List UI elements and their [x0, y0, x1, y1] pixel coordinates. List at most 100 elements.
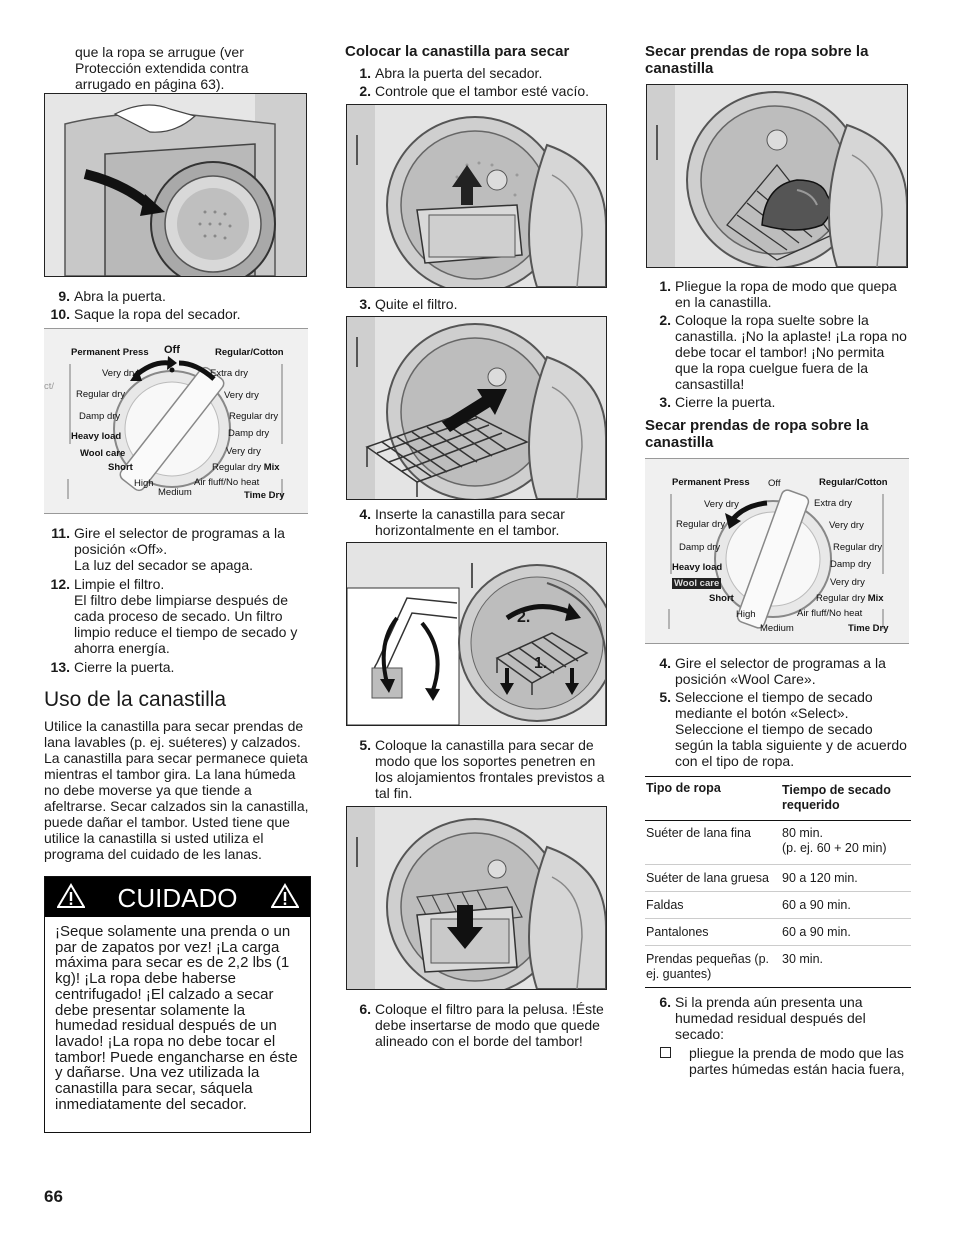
label-short-2: Short [709, 593, 734, 604]
label-very-dry-right: Very dry [224, 390, 259, 401]
step-1: 1.Abra la puerta del secador. [359, 65, 543, 81]
program-dial-panel-wool-care: Permanent Press Off Regular/Cotton Very … [645, 458, 909, 644]
label-short: Short [108, 462, 133, 473]
table-cell-type: Prendas pequeñas (p. ej. guantes) [646, 952, 770, 981]
label-damp-dry-left: Damp dry [79, 411, 121, 422]
table-cell-time: 80 min.(p. ej. 60 + 20 min) [782, 826, 887, 855]
step-6-col3: 6.Si la prenda aún presenta una humedad … [659, 994, 866, 1042]
label-very-dry-left: Very dry [102, 368, 137, 379]
figure-insert-rack [346, 316, 607, 500]
label-off-2: Off [768, 478, 781, 489]
label-time-dry: Time Dry [244, 490, 285, 501]
label-very-dry-right-2: Very dry [226, 446, 261, 457]
step-10: 10.Saque la ropa del secador. [50, 306, 241, 322]
table-cell-type: Pantalones [646, 925, 709, 939]
step-2: 2.Controle que el tambor esté vacío. [359, 83, 590, 99]
label-high: High [134, 478, 154, 489]
label-regular-cotton-2: Regular/Cotton [819, 477, 888, 488]
section-title: Uso de la canastilla [44, 688, 227, 711]
step-5: 5.Coloque la canastilla para secar de mo… [359, 737, 605, 801]
label-very-dry-right-2b: Very dry [830, 577, 865, 588]
label-permanent-press: Permanent Press [71, 347, 149, 358]
figure-open-door [44, 93, 307, 277]
step-4: 4.Inserte la canastilla para secar horiz… [359, 506, 565, 538]
step-3: 3.Quite el filtro. [359, 296, 458, 312]
table-row: Faldas 60 a 90 min. [645, 891, 911, 918]
label-regular-dry-mix: Regular dry Mix [212, 462, 280, 473]
table-cell-time: 60 a 90 min. [782, 898, 851, 912]
figure-position-rack: 2. 1. [346, 542, 607, 726]
label-medium-2: Medium [760, 623, 794, 634]
steps-1-2: 1.Abra la puerta del secador. 2.Controle… [345, 65, 610, 99]
table-cell-time: 90 a 120 min. [782, 871, 858, 885]
label-regular-cotton: Regular/Cotton [215, 347, 284, 358]
warning-header: CUIDADO [45, 877, 310, 917]
table-cell-type: Faldas [646, 898, 684, 912]
label-off: Off [164, 344, 180, 356]
step-6-list: 6.Coloque el filtro para la pelusa. !Ést… [345, 1001, 610, 1049]
label-very-dry-left-2: Very dry [704, 499, 739, 510]
label-heavy-load-2: Heavy load [672, 562, 723, 573]
warning-body: ¡Seque solamente una prenda o un par de … [55, 923, 298, 1113]
label-medium: Medium [158, 487, 192, 498]
label-regular-dry-mix-2: Regular dry Mix [816, 593, 884, 604]
label-time-dry-2: Time Dry [848, 623, 889, 634]
step-6: 6.Coloque el filtro para la pelusa. !Ést… [359, 1001, 604, 1049]
step-13: 13.Cierre la puerta. [50, 659, 175, 675]
label-regular-dry-left-2: Regular dry [676, 519, 726, 530]
step-4-col3: 4.Gire el selector de programas a la pos… [659, 655, 886, 687]
steps-11-13: 11.Gire el selector de programas a la po… [44, 525, 309, 675]
label-permanent-press-2: Permanent Press [672, 477, 750, 488]
label-high-2: High [736, 609, 756, 620]
page-number: 66 [44, 1187, 63, 1206]
label-regular-dry-right-2: Regular dry [833, 542, 883, 553]
figure-filter-reinsert [346, 806, 607, 990]
step-5-list: 5.Coloque la canastilla para secar de mo… [345, 737, 610, 801]
table-row: Suéter de lana gruesa 90 a 120 min. [645, 864, 911, 891]
label-damp-dry-left-2: Damp dry [679, 542, 721, 553]
label-damp-dry-right: Damp dry [228, 428, 270, 439]
table-cell-type: Suéter de lana gruesa [646, 871, 770, 885]
figure-clothes-on-rack [646, 84, 908, 268]
label-extra-dry: Extra dry [210, 368, 249, 379]
label-wool-care: Wool care [80, 448, 126, 459]
step-6-col3-list: 6.Si la prenda aún presenta una humedad … [645, 994, 911, 1042]
step-9: 9.Abra la puerta. [58, 288, 166, 304]
col3-heading-2: Secar prendas de ropa sobre la canastill… [645, 417, 869, 451]
program-dial-graphic [67, 356, 283, 499]
label-air-fluff-2: Air fluff/No heat [797, 608, 863, 619]
table-header-type: Tipo de ropa [646, 781, 721, 795]
table-row: Suéter de lana fina 80 min.(p. ej. 60 + … [645, 821, 911, 864]
label-damp-dry-right-2: Damp dry [830, 559, 872, 570]
filter-reinsert-illustration [347, 807, 606, 989]
intro-text: que la ropa se arrugue (ver Protección e… [75, 44, 249, 92]
label-wool-care-selected: Wool care [672, 578, 722, 589]
warning-triangle-icon [57, 883, 85, 908]
figure-drum-filter [346, 104, 607, 288]
insert-rack-illustration [347, 317, 606, 499]
step-3-list: 3.Quite el filtro. [345, 296, 610, 312]
label-regular-dry-left: Regular dry [76, 389, 126, 400]
step-12: 12.Limpie el filtro.El filtro debe limpi… [50, 576, 298, 656]
step-3-col3: 3.Cierre la puerta. [659, 394, 776, 410]
step-1-col3: 1.Pliegue la ropa de modo que quepa en l… [659, 278, 897, 310]
warning-title: CUIDADO [117, 883, 238, 913]
table-row: Pantalones 60 a 90 min. [645, 918, 911, 945]
label-air-fluff: Air fluff/No heat [194, 477, 260, 488]
steps-4-5-col3: 4.Gire el selector de programas a la pos… [645, 655, 911, 769]
warning-box: CUIDADO ¡Seque solamente una prenda o un… [44, 876, 311, 1133]
program-dial-graphic-wool [668, 489, 884, 629]
step-11: 11.Gire el selector de programas a la po… [51, 525, 285, 573]
table-row: Prendas pequeñas (p. ej. guantes) 30 min… [645, 945, 911, 987]
bullet-item: pliegue la prenda de modo que las partes… [660, 1045, 911, 1077]
figure-mark-1: 1. [534, 655, 548, 672]
drying-time-table: Tipo de ropa Tiempo de secado requerido … [645, 776, 911, 988]
figure-mark-2: 2. [517, 609, 531, 626]
col3-heading-1: Secar prendas de ropa sobre la canastill… [645, 43, 869, 77]
step-5-col3: 5.Seleccione el tiempo de secado mediant… [659, 689, 907, 769]
table-cell-time: 30 min. [782, 952, 823, 966]
step-4-list: 4.Inserte la canastilla para secar horiz… [345, 506, 610, 538]
table-header-time: Tiempo de secado requerido [782, 783, 891, 812]
label-very-dry-right-b: Very dry [829, 520, 864, 531]
door-illustration [45, 94, 306, 276]
